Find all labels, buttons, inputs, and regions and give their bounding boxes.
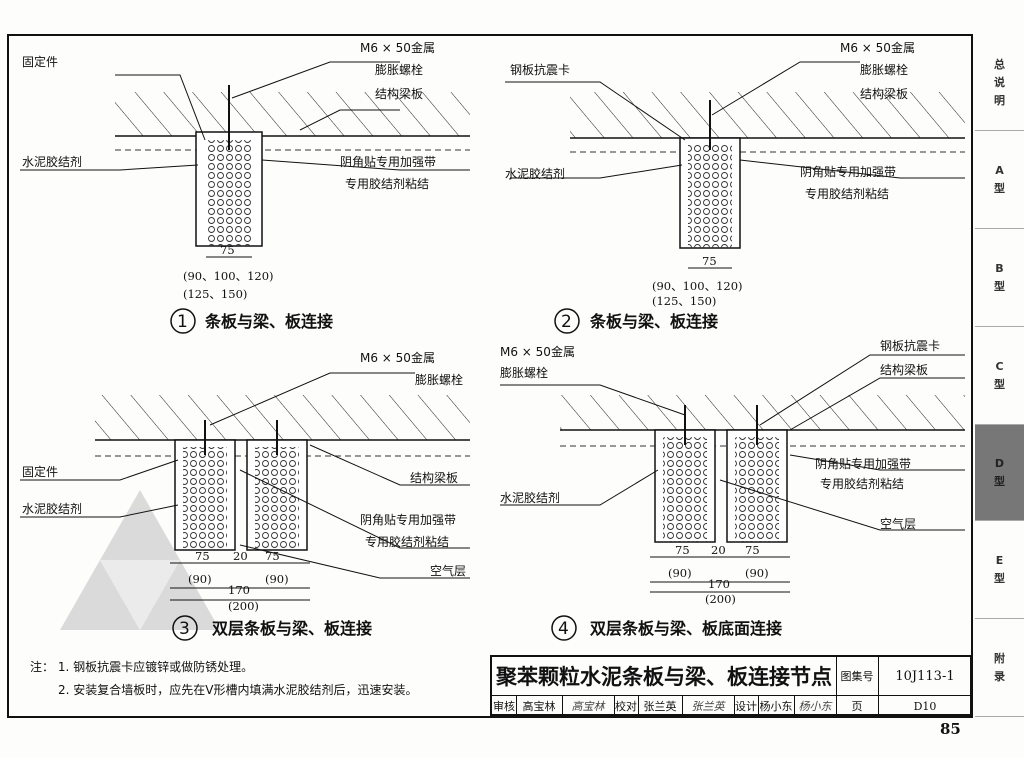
- label-air-layer: 空气层: [430, 563, 466, 578]
- dim-mid: 170: [228, 583, 250, 597]
- designer: 杨小东: [758, 696, 795, 716]
- checker-signature: 张兰英: [682, 696, 735, 716]
- detail-caption: 条板与梁、板连接: [204, 312, 333, 331]
- label-bolt-2: 膨胀螺栓: [375, 62, 423, 77]
- side-tab-e[interactable]: E 型: [975, 521, 1024, 619]
- detail-caption: 双层条板与梁、板底面连接: [590, 619, 782, 638]
- structural-slab: [95, 395, 470, 440]
- designer-signature: 杨小东: [794, 696, 837, 716]
- dim-total: (200): [228, 599, 259, 613]
- label-fixer: 固定件: [22, 464, 58, 479]
- watermark-logo: [60, 490, 220, 630]
- detail-4: M6 × 50金属 膨胀螺栓 钢板抗震卡 结构梁板 阴角贴专用加强带 专用胶结剂…: [500, 338, 965, 641]
- label-tape: 阴角贴专用加强带: [815, 456, 911, 471]
- dim-mid: 170: [708, 577, 730, 591]
- reviewer-signature: 高宝林: [562, 696, 615, 716]
- notes: 注： 1. 钢板抗震卡应镀锌或做防锈处理。 2. 安装复合墙板时，应先在V形槽内…: [30, 656, 417, 702]
- detail-3: M6 × 50金属 膨胀螺栓 固定件 结构梁板 水泥胶结剂 阴角贴专用加强带 专…: [20, 350, 470, 641]
- label-glue: 水泥胶结剂: [22, 154, 82, 169]
- dim-a2: (90): [745, 566, 769, 580]
- label-bolt-2: 膨胀螺栓: [860, 62, 908, 77]
- page-label: 页: [836, 696, 879, 716]
- sheet-border: [7, 34, 973, 718]
- label-beam: 结构梁板: [880, 362, 928, 377]
- dim-w2: 75: [745, 543, 760, 557]
- label-tape-2: 专用胶结剂粘结: [805, 186, 889, 201]
- page-number: 85: [940, 720, 961, 738]
- label-air-layer: 空气层: [880, 516, 916, 531]
- side-tab-c[interactable]: C 型: [975, 327, 1024, 425]
- dim-alt-2: (125、150): [183, 287, 247, 301]
- atlas-label: 图集号: [836, 657, 879, 696]
- label-tape: 阴角贴专用加强带: [800, 164, 896, 179]
- dim-gap: 20: [233, 549, 248, 563]
- label-beam: 结构梁板: [375, 86, 423, 101]
- structural-slab: [570, 92, 965, 138]
- label-clip: 钢板抗震卡: [510, 62, 570, 77]
- dim-alt-2: (125、150): [652, 294, 716, 308]
- label-glue: 水泥胶结剂: [505, 166, 565, 181]
- label-glue: 水泥胶结剂: [500, 490, 560, 505]
- dim-width: 75: [702, 254, 717, 268]
- page-code: D10: [913, 699, 937, 713]
- dim-total: (200): [705, 592, 736, 606]
- detail-1: 固定件 M6 × 50金属 膨胀螺栓 结构梁板 水泥胶结剂 阴角贴专用加强带 专…: [20, 40, 470, 334]
- detail-caption: 双层条板与梁、板连接: [212, 619, 372, 638]
- dim-w2: 75: [265, 549, 280, 563]
- detail-number: 1: [177, 312, 188, 332]
- structural-slab: [560, 395, 965, 430]
- label-bolt: M6 × 50金属: [360, 40, 435, 55]
- title-block: 聚苯颗粒水泥条板与梁、板连接节点 图集号 10J113-1 审核 高宝林 高宝林…: [490, 655, 972, 716]
- label-fixer: 固定件: [22, 54, 58, 69]
- dim-alt-1: (90、100、120): [652, 279, 743, 293]
- dim-gap: 20: [711, 543, 726, 557]
- dim-width: 75: [220, 243, 235, 257]
- label-bolt: M6 × 50金属: [360, 350, 435, 365]
- reviewer: 高宝林: [516, 696, 563, 716]
- side-tab-b[interactable]: B 型: [975, 229, 1024, 327]
- side-tab-appendix[interactable]: 附 录: [975, 619, 1024, 717]
- side-tab-a[interactable]: A 型: [975, 131, 1024, 229]
- detail-2: 钢板抗震卡 M6 × 50金属 膨胀螺栓 结构梁板 水泥胶结剂 阴角贴专用加强带…: [505, 40, 965, 334]
- dim-a2: (90): [265, 572, 289, 586]
- dim-a1: (90): [668, 566, 692, 580]
- detail-number: 4: [558, 619, 569, 639]
- label-tape: 阴角贴专用加强带: [340, 154, 436, 169]
- label-beam: 结构梁板: [410, 470, 458, 485]
- check-label: 校对: [614, 696, 639, 716]
- design-label: 设计: [734, 696, 759, 716]
- checker: 张兰英: [638, 696, 683, 716]
- label-tape-2: 专用胶结剂粘结: [345, 176, 429, 191]
- drawing-title: 聚苯颗粒水泥条板与梁、板连接节点: [492, 657, 837, 696]
- label-bolt: M6 × 50金属: [840, 40, 915, 55]
- label-bolt-2: 膨胀螺栓: [415, 372, 463, 387]
- label-bolt-2: 膨胀螺栓: [500, 365, 548, 380]
- label-tape: 阴角贴专用加强带: [360, 512, 456, 527]
- label-beam: 结构梁板: [860, 86, 908, 101]
- dim-w1: 75: [675, 543, 690, 557]
- atlas-number: 10J113-1: [878, 657, 972, 696]
- detail-caption: 条板与梁、板连接: [589, 312, 718, 331]
- label-glue: 水泥胶结剂: [22, 501, 82, 516]
- review-label: 审核: [492, 696, 517, 716]
- label-tape-2: 专用胶结剂粘结: [820, 476, 904, 491]
- dim-a1: (90): [188, 572, 212, 586]
- label-tape-2: 专用胶结剂粘结: [365, 534, 449, 549]
- notes-title: 注：: [30, 660, 55, 674]
- side-tab-general[interactable]: 总 说 明: [975, 35, 1024, 131]
- detail-number: 2: [561, 312, 572, 332]
- dim-alt-1: (90、100、120): [183, 269, 274, 283]
- note-item: 1. 钢板抗震卡应镀锌或做防锈处理。: [57, 660, 254, 674]
- label-clip: 钢板抗震卡: [880, 338, 940, 353]
- dim-w1: 75: [195, 549, 210, 563]
- label-bolt: M6 × 50金属: [500, 344, 575, 359]
- detail-number: 3: [179, 619, 190, 639]
- side-tab-d[interactable]: D 型: [975, 425, 1024, 521]
- structural-slab: [115, 92, 470, 136]
- note-item: 2. 安装复合墙板时，应先在V形槽内填满水泥胶结剂后，迅速安装。: [58, 683, 418, 697]
